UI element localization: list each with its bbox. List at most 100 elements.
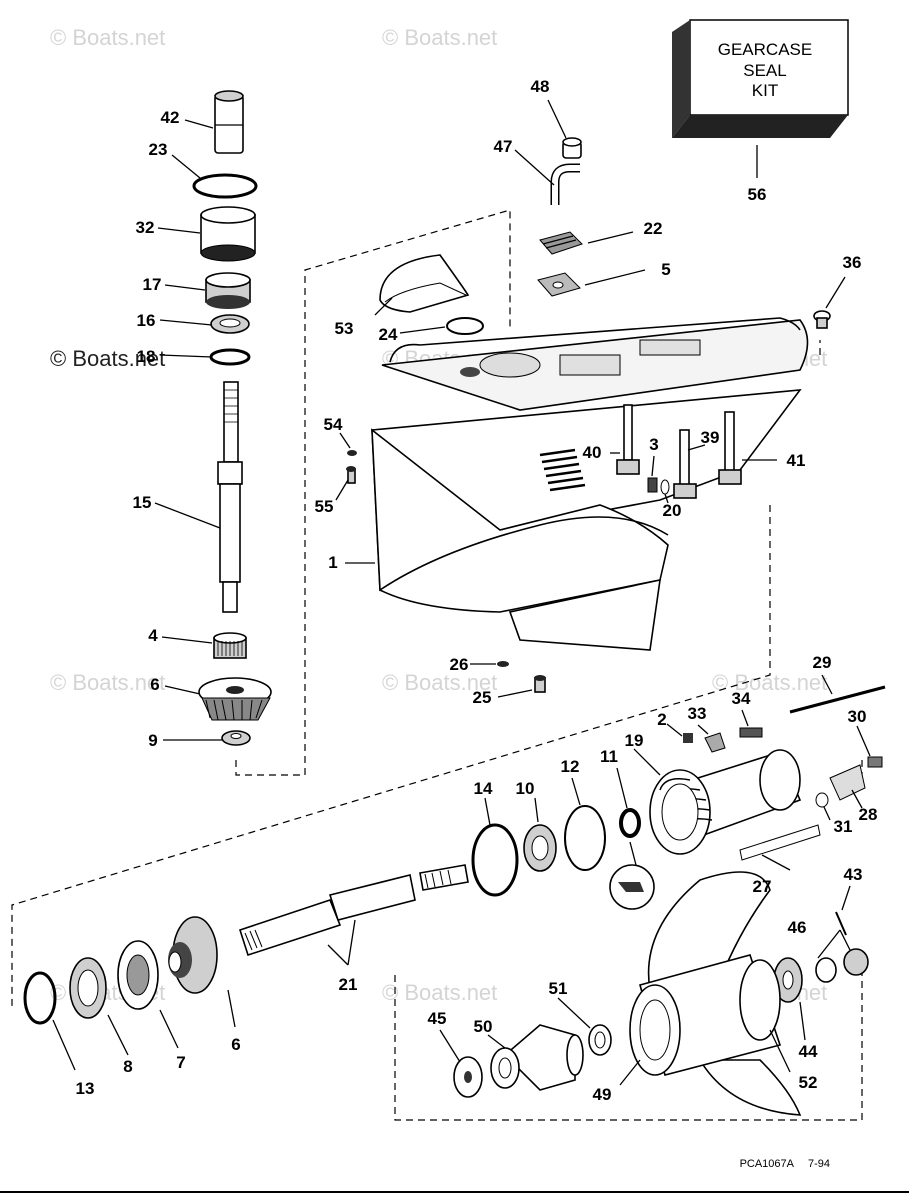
- assembly-outlines: [11, 209, 863, 1121]
- callout-46: 46: [788, 918, 807, 937]
- part-54-screw[interactable]: [347, 450, 357, 456]
- part-25-plug[interactable]: [534, 675, 546, 693]
- part-15-drive-shaft[interactable]: [217, 381, 243, 613]
- part-18-washer[interactable]: [209, 348, 251, 366]
- callout-10: 10: [516, 779, 535, 798]
- callout-2: 2: [657, 710, 666, 729]
- callout-20: 20: [663, 501, 682, 520]
- part-51-spacer[interactable]: [588, 1024, 612, 1056]
- part-8-bearing[interactable]: [69, 957, 107, 1019]
- part-55-screw[interactable]: [346, 466, 356, 484]
- part-29-rod[interactable]: [789, 685, 886, 714]
- part-48-grommet[interactable]: [562, 137, 582, 159]
- callout-4: 4: [148, 626, 158, 645]
- part-45-washer[interactable]: [453, 1056, 483, 1098]
- part-39-bolt[interactable]: [673, 429, 697, 499]
- part-44-spacer[interactable]: [773, 957, 803, 1003]
- callout-56: 56: [748, 185, 767, 204]
- grease-callout-icon: [609, 864, 655, 910]
- part-30-screw[interactable]: [867, 756, 883, 768]
- part-6-pinion-gear[interactable]: [198, 677, 272, 721]
- watermark: © Boats.net: [382, 670, 497, 695]
- callout-28: 28: [859, 805, 878, 824]
- watermark: © Boats.net: [50, 346, 165, 371]
- part-14-o-ring[interactable]: [471, 823, 519, 897]
- callout-31: 31: [834, 817, 853, 836]
- kit-title-line2: SEAL: [743, 61, 786, 80]
- callouts: 42 23 32 17 16 18 15 4 6 9 48 47 22 5 53…: [76, 77, 878, 1104]
- part-42-bushing[interactable]: [214, 90, 244, 154]
- callout-3: 3: [649, 435, 658, 454]
- callout-17: 17: [143, 275, 162, 294]
- part-1-gearcase-housing[interactable]: [371, 317, 809, 651]
- part-43-cotter-pin[interactable]: [835, 911, 847, 936]
- part-13-o-ring[interactable]: [23, 971, 57, 1025]
- part-20-washer[interactable]: [660, 479, 670, 495]
- part-12-o-ring[interactable]: [564, 805, 606, 871]
- part-36-plug[interactable]: [813, 310, 831, 329]
- callout-9: 9: [148, 731, 157, 750]
- callout-7: 7: [176, 1053, 185, 1072]
- part-46-nut-set[interactable]: [815, 948, 869, 983]
- part-32-housing[interactable]: [200, 206, 256, 262]
- part-11-seal[interactable]: [619, 808, 641, 838]
- callout-15: 15: [133, 493, 152, 512]
- part-53-cover[interactable]: [379, 254, 470, 313]
- callout-50: 50: [474, 1017, 493, 1036]
- part-31-washer[interactable]: [815, 792, 829, 808]
- callout-44: 44: [799, 1042, 818, 1061]
- callout-41: 41: [787, 451, 806, 470]
- callout-16: 16: [137, 311, 156, 330]
- callout-21: 21: [339, 975, 358, 994]
- callout-48: 48: [531, 77, 550, 96]
- part-4-bearing[interactable]: [213, 632, 247, 659]
- part-47-elbow[interactable]: [550, 163, 580, 205]
- callout-29: 29: [813, 653, 832, 672]
- part-49-propeller[interactable]: [629, 871, 802, 1116]
- part-3-screw[interactable]: [647, 477, 658, 493]
- part-41-bolt[interactable]: [718, 411, 742, 485]
- part-24-gasket[interactable]: [446, 317, 484, 335]
- part-21-propeller-shaft[interactable]: [238, 864, 469, 957]
- diagram-reference: PCA1067A 7-94: [740, 1158, 830, 1170]
- watermark: © Boats.net: [382, 980, 497, 1005]
- leader-lines: [52, 99, 871, 1086]
- callout-5: 5: [661, 260, 670, 279]
- callout-23: 23: [149, 140, 168, 159]
- callout-54: 54: [324, 415, 343, 434]
- callout-32: 32: [136, 218, 155, 237]
- callout-52: 52: [799, 1073, 818, 1092]
- part-28-lever[interactable]: [829, 764, 866, 801]
- part-27-pin[interactable]: [739, 824, 821, 861]
- part-22-seal[interactable]: [539, 231, 583, 255]
- callout-13: 13: [76, 1079, 95, 1098]
- part-33-retainer[interactable]: [704, 732, 726, 753]
- part-5-plate[interactable]: [537, 272, 581, 297]
- part-23-o-ring[interactable]: [192, 173, 258, 199]
- part-19-bearing-housing[interactable]: [649, 749, 802, 855]
- part-40-bolt[interactable]: [616, 404, 640, 475]
- callout-6: 6: [150, 675, 159, 694]
- part-17-bearing[interactable]: [205, 272, 251, 309]
- part-16-seal[interactable]: [210, 314, 250, 334]
- callout-22: 22: [644, 219, 663, 238]
- callout-40: 40: [583, 443, 602, 462]
- callout-51: 51: [549, 979, 568, 998]
- part-50-thrust-hub[interactable]: [490, 1024, 584, 1091]
- part-34-screw[interactable]: [739, 727, 763, 738]
- watermark: © Boats.net: [50, 670, 165, 695]
- part-7-thrust-washer[interactable]: [117, 940, 159, 1010]
- part-6-forward-gear[interactable]: [168, 916, 218, 994]
- kit-title-line1: GEARCASE: [718, 40, 812, 59]
- callout-19: 19: [625, 731, 644, 750]
- part-26-screw[interactable]: [497, 661, 509, 667]
- kit-title-line3: KIT: [752, 81, 778, 100]
- part-9-nut[interactable]: [221, 730, 251, 746]
- gearcase-seal-kit[interactable]: GEARCASE SEAL KIT 56: [672, 19, 849, 204]
- watermark: © Boats.net: [382, 25, 497, 50]
- callout-55: 55: [315, 497, 334, 516]
- callout-43: 43: [844, 865, 863, 884]
- part-2-screw[interactable]: [683, 733, 693, 743]
- diagram-date: 7-94: [808, 1158, 830, 1170]
- part-10-bearing[interactable]: [523, 824, 557, 872]
